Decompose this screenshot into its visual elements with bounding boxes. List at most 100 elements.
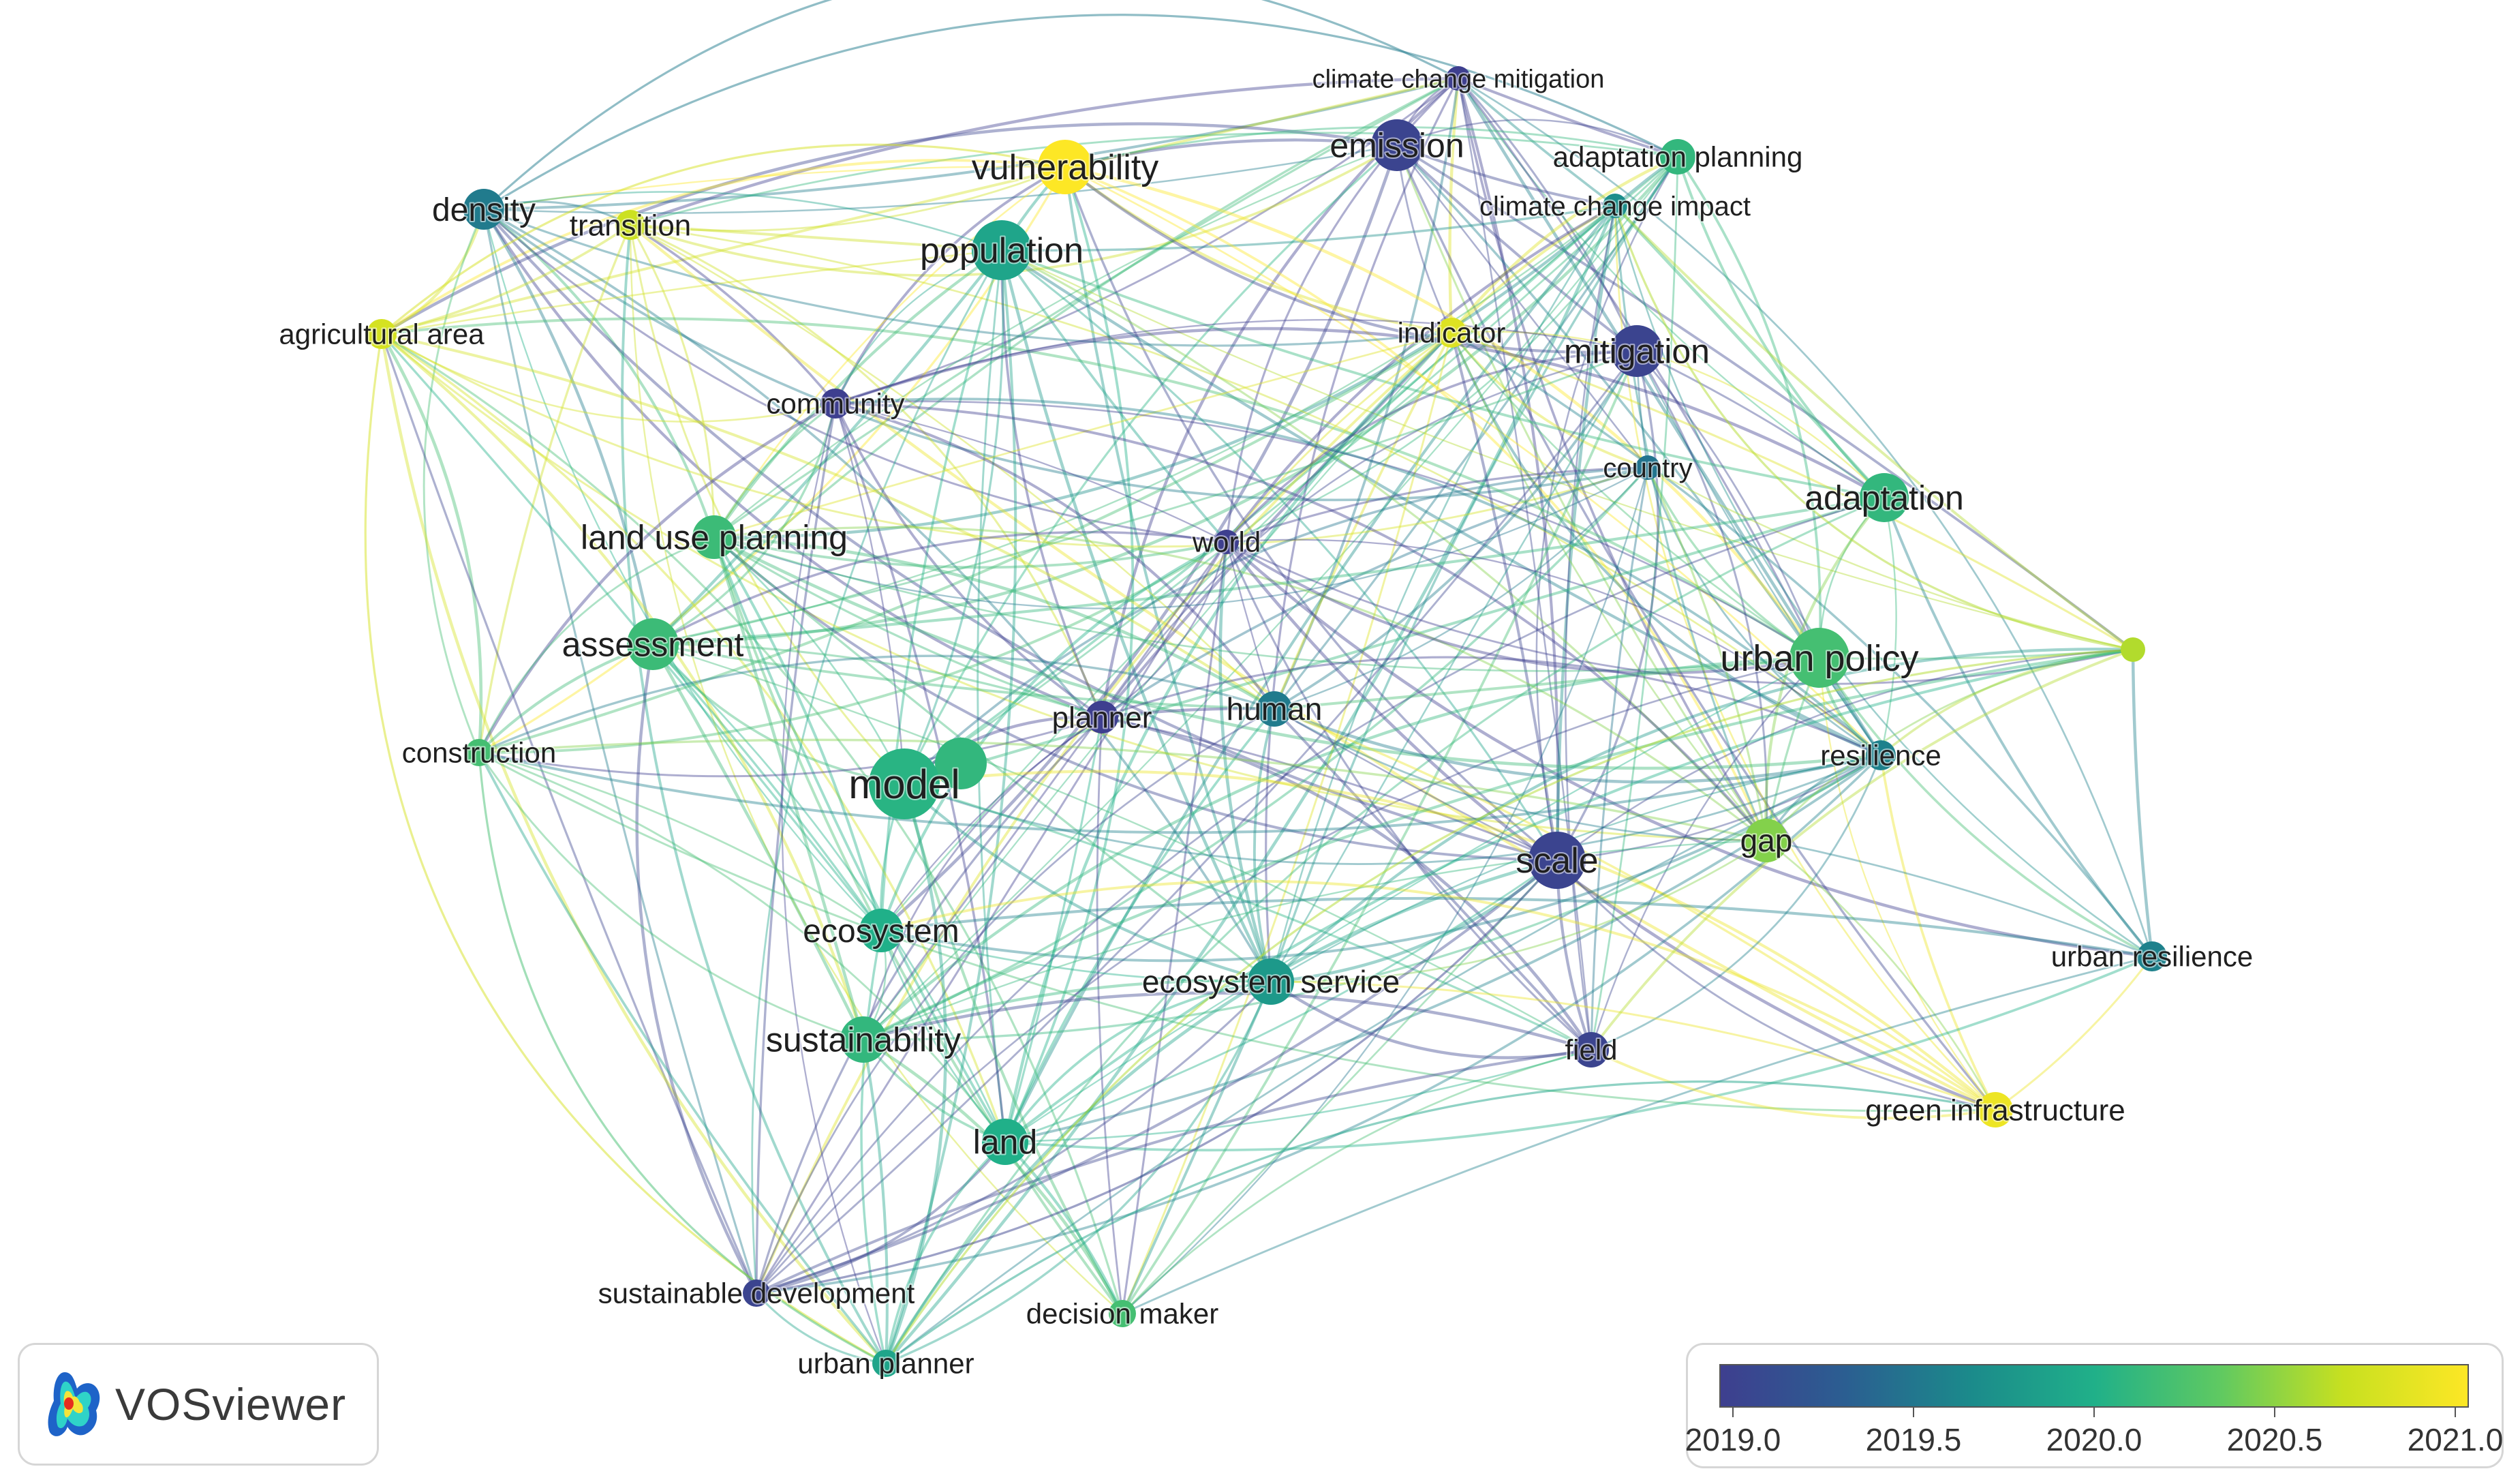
edge-gap-urban-resilience [1766,839,2153,958]
node-population[interactable] [972,220,1032,280]
node-world[interactable] [1214,530,1239,554]
node-country[interactable] [1635,455,1660,480]
edge-land-sustainable-development [756,1140,1007,1294]
edge-human-green-infrastructure [1274,708,1997,1111]
edge-mitigation-planner [1101,350,1638,718]
node-climate-change-impact[interactable] [1603,194,1627,218]
edge-human-land [1004,708,1276,1142]
node-assessment[interactable] [627,618,679,670]
edge-human-scale [1274,708,1558,862]
edge-climate-change-impact-field [1565,205,1616,1050]
legend-tick-2 [2093,1408,2095,1417]
edge-density-land-use-planning [482,208,716,538]
node-decision-maker[interactable] [1109,1300,1136,1327]
node-urban-resilience[interactable] [2137,941,2167,971]
edge-gap-unlabeled-green [1765,648,2134,841]
node-unlabeled-green[interactable] [2121,637,2145,662]
node-land[interactable] [982,1119,1028,1165]
node-construction[interactable] [465,739,493,766]
node-ecosystem-service[interactable] [1248,958,1294,1005]
node-indicator[interactable] [1436,318,1466,348]
label-mitigation: mitigation [1564,333,1710,371]
label-planner: planner [1052,701,1152,734]
node-transition[interactable] [615,210,645,240]
node-field[interactable] [1573,1032,1609,1067]
edge-arc-urban-planner-green-infrastructure [885,1080,1996,1365]
edge-density-ecosystem [482,209,882,931]
edge-agricultural-area-community [381,333,836,423]
node-community[interactable] [820,389,850,419]
edge-agricultural-area-construction [380,333,483,753]
node-green-infrastructure[interactable] [1978,1092,2013,1127]
node-land-use-planning[interactable] [692,515,736,559]
edge-urban-policy-green-infrastructure [1818,657,1996,1110]
edge-population-land-use-planning [713,249,1003,539]
edge-country-planner [1101,466,1648,718]
node-model[interactable] [869,748,940,819]
node-scale[interactable] [1528,832,1586,889]
node-planner[interactable] [1086,701,1118,733]
node-adaptation[interactable] [1860,473,1909,522]
edge-model-ecosystem-service [903,783,1272,984]
edge-adaptation-model [904,496,1885,785]
edge-agricultural-area-urban-planner [380,333,887,1365]
node-urban-planner[interactable] [872,1350,900,1377]
edge-indicator-gap [1450,332,1768,841]
node-model-secondary[interactable] [935,738,987,789]
node-density[interactable] [463,189,504,230]
edge-resilience-ecosystem [880,754,1882,963]
label-agricultural-area: agricultural area [279,318,485,350]
edge-vulnerability-community [834,166,1066,404]
label-urban-policy: urban policy [1720,638,1918,679]
edge-assessment-sustainability [651,643,865,1040]
edge-indicator-adaptation [1451,331,1885,498]
edge-indicator-resilience [1450,332,1881,757]
label-adaptation-planning: adaptation planning [1553,141,1803,173]
edge-transition-agricultural-area [381,224,632,335]
edge-community-planner [834,403,1103,718]
node-climate-change-mitigation[interactable] [1446,66,1471,91]
node-emission[interactable] [1371,119,1423,171]
edge-population-adaptation [1001,249,1885,499]
edge-indicator-sustainability [863,332,1452,1040]
edge-field-sustainable-development [756,1048,1592,1294]
edge-community-human [835,402,1276,710]
edge-climate-change-mitigation-agricultural-area [381,77,1459,335]
edge-assessment-human [652,643,1275,710]
node-agricultural-area[interactable] [367,319,397,349]
edge-model-green-infrastructure [904,770,1997,1111]
node-mitigation[interactable] [1611,325,1663,377]
edge-transition-construction [478,224,632,753]
node-sustainable-development[interactable] [743,1279,770,1307]
node-vulnerability[interactable] [1038,140,1092,194]
edge-ecosystem-service-land [1004,980,1272,1143]
edge-adaptation-planning-ecosystem [880,156,1678,931]
vosviewer-logo-text: VOSviewer [115,1379,347,1429]
edge-ecosystem-service-field [1270,980,1592,1059]
edge-human-construction [478,654,1275,754]
node-gap[interactable] [1745,819,1788,862]
edge-climate-change-impact-adaptation [1614,205,1886,499]
node-resilience[interactable] [1866,740,1896,770]
edge-mitigation-urban-policy [1635,350,1821,658]
edge-indicator-land-use-planning [713,331,1452,539]
node-human[interactable] [1257,691,1292,727]
edge-density-population [483,191,1002,252]
edge-sustainable-development-urban-planner [755,1292,887,1365]
edge-indicator-urban-policy [1450,332,1820,659]
edge-emission-green-infrastructure [1396,145,1997,1111]
edge-mitigation-community [835,318,1638,405]
label-country: country [1603,453,1692,483]
label-population: population [920,231,1084,271]
legend-tick-0 [1732,1408,1734,1417]
node-urban-policy[interactable] [1789,628,1849,688]
edge-construction-ecosystem [478,751,882,932]
node-adaptation-planning[interactable] [1660,139,1695,175]
node-ecosystem[interactable] [859,909,903,952]
edge-adaptation-planning-vulnerability [1064,126,1678,168]
edge-gap-sustainability [863,839,1767,1041]
edge-climate-change-mitigation-adaptation [1458,78,1885,498]
node-sustainability[interactable] [840,1016,887,1063]
edge-land-use-planning-urban-policy [713,536,1820,672]
